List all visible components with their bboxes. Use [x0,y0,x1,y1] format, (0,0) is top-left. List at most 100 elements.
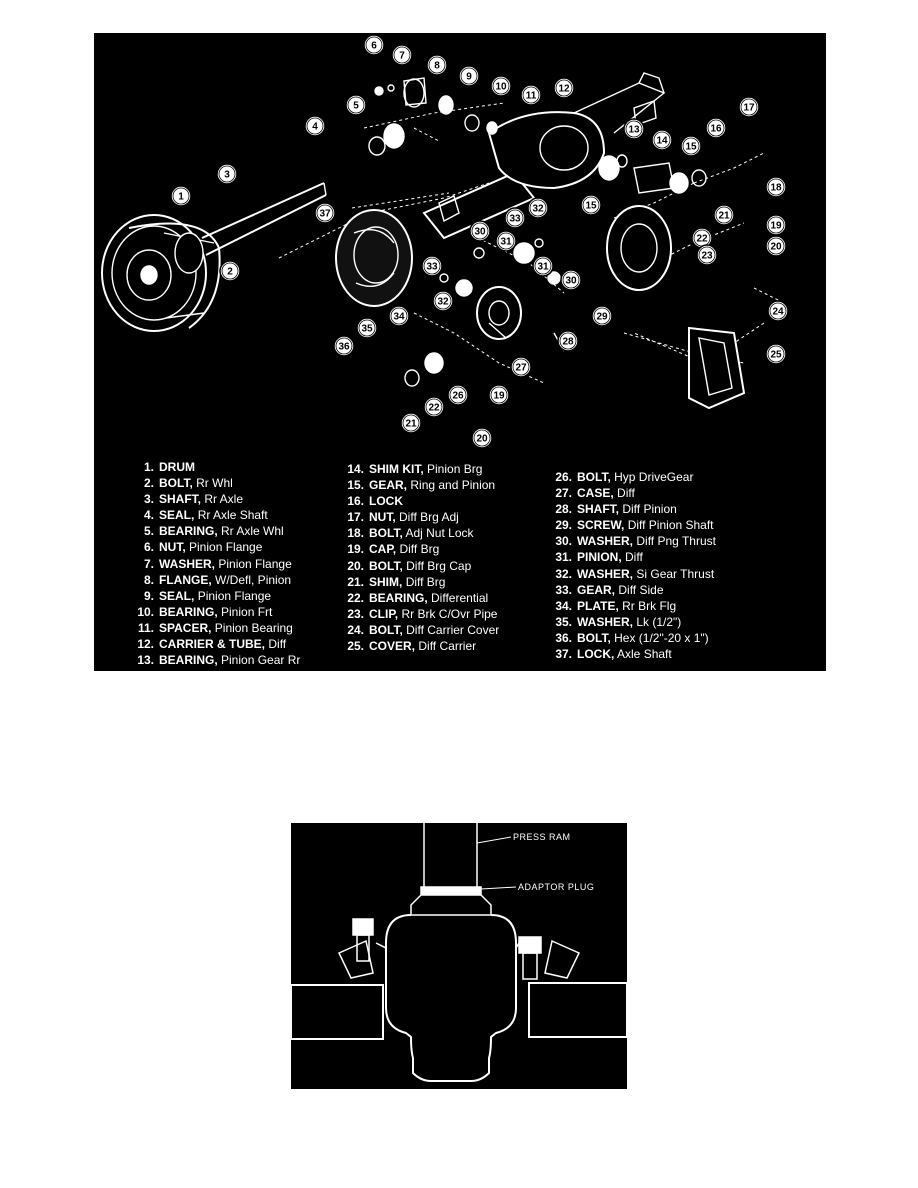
callout-23: 23 [696,244,718,266]
legend-item-number: 20. [347,558,364,573]
legend-item: 37.LOCK, Axle Shaft [550,646,716,662]
legend-item-description: Pinion Gear Rr [221,653,301,668]
callout-number: 5 [353,101,359,112]
legend-item-description: Pinion Frt [221,604,273,619]
callout-20: 20 [765,235,787,257]
callout-balloon [738,96,760,118]
legend-item-name: SHAFT, [159,492,201,507]
legend-item-name: SHAFT, [577,502,619,517]
legend-item-number: 21. [347,574,364,589]
callout-ring [471,222,489,240]
callout-balloon [510,356,532,378]
callout-19: 19 [488,384,510,406]
press-ram-label: PRESS RAM [513,832,571,842]
legend-item-description: Pinion Bearing [214,620,293,635]
legend-item-number: 18. [347,526,364,541]
legend-item-number: 10. [137,604,154,619]
assembly-lines [278,102,785,384]
callout-ring [767,345,785,363]
callout-balloon [765,214,787,236]
legend-item: 22.BEARING, Differential [342,590,499,606]
brake-drum [101,214,221,332]
callout-number: 1 [178,192,184,203]
legend-item-name: PINION, [577,550,622,565]
legend-item-number: 3. [143,492,154,507]
callout-ring [390,307,408,325]
legend-item-description: Rr Whl [196,476,233,491]
legend-item: 31.PINION, Diff [550,549,716,565]
legend-item-description: Rr Brk Flg [622,598,677,613]
legend-item-number: 12. [137,637,154,652]
legend-item-description: Adj Nut Lock [405,526,474,541]
legend-item-description: Lk (1/2") [636,614,682,629]
callout-22: 22 [691,227,713,249]
callout-number: 15 [585,201,597,212]
legend-item-number: 7. [143,556,154,571]
callout-number: 11 [526,91,537,102]
callout-ring [512,358,530,376]
callout-ring [425,398,443,416]
callout-balloon [314,202,336,224]
legend-item-description: W/Defl, Pinion [215,572,292,587]
callout-balloon [219,260,241,282]
legend-item: 26.BOLT, Hyp DriveGear [550,469,716,485]
callout-ring [172,187,190,205]
legend-item-description: Axle Shaft [617,647,672,662]
legend-item-number: 5. [143,524,154,539]
legend-item: 11.SPACER, Pinion Bearing [132,620,300,636]
legend-item: 8.FLANGE, W/Defl, Pinion [132,572,300,588]
legend-item-name: WASHER, [577,534,634,549]
legend-item: 7.WASHER, Pinion Flange [132,556,300,572]
legend-item-description: Hex (1/2"-20 x 1") [614,630,709,645]
callout-ring [559,332,577,350]
legend-item-number: 14. [347,462,364,476]
legend-item-description: Rr Axle [204,492,244,507]
callout-number: 31 [537,262,549,273]
callout-3: 3 [216,163,238,185]
legend-item-name: CASE, [577,486,614,501]
callout-ring [522,86,540,104]
callout-balloon [391,44,413,66]
callout-28: 28 [557,330,579,352]
legend-item: 10.BEARING, Pinion Frt [132,604,300,620]
callout-ring [473,429,491,447]
callout-ring [506,209,524,227]
press-figure-art: PRESS RAM ADAPTOR PLUG [291,823,627,1082]
legend-item-name: CARRIER & TUBE, [159,637,266,652]
legend-item-name: BOLT, [369,558,403,573]
callout-ring [740,98,758,116]
carrier-cover [688,326,746,410]
legend-item-name: WASHER, [577,566,634,581]
legend-item-description: Rr Axle Shaft [197,508,268,523]
callout-balloon [765,343,787,365]
legend-item-number: 13. [137,653,154,668]
callout-11: 11 [520,84,542,106]
callout-ring [767,178,785,196]
callout-number: 23 [701,251,713,262]
callout-1: 1 [170,185,192,207]
legend-item-number: 1. [143,460,154,474]
callout-balloon [471,427,493,449]
callout-ring [769,302,787,320]
callout-number: 19 [770,221,782,232]
legend-item-name: LOCK, [577,647,615,662]
callout-number: 32 [437,297,449,308]
callout-35: 35 [356,317,378,339]
legend-item-name: NUT, [369,510,396,525]
legend-item-description: Diff Brg [405,574,446,589]
callout-balloon [432,290,454,312]
callout-balloon [170,185,192,207]
callout-25: 25 [765,343,787,365]
callout-balloon [447,384,469,406]
legend-item-name: BOLT, [369,622,403,637]
legend-item-name: CAP, [369,542,397,557]
legend-item: 35.WASHER, Lk (1/2") [550,614,716,630]
legend-item-description: Diff [617,486,635,501]
brake-backing-plate [335,209,413,307]
legend-item-name: SEAL, [159,508,195,523]
legend-item-description: Diff Pinion Shaft [627,518,714,533]
legend-item-name: BOLT, [577,470,611,484]
legend-item: 25.COVER, Diff Carrier [342,638,499,654]
legend-item-name: SCREW, [577,518,625,533]
